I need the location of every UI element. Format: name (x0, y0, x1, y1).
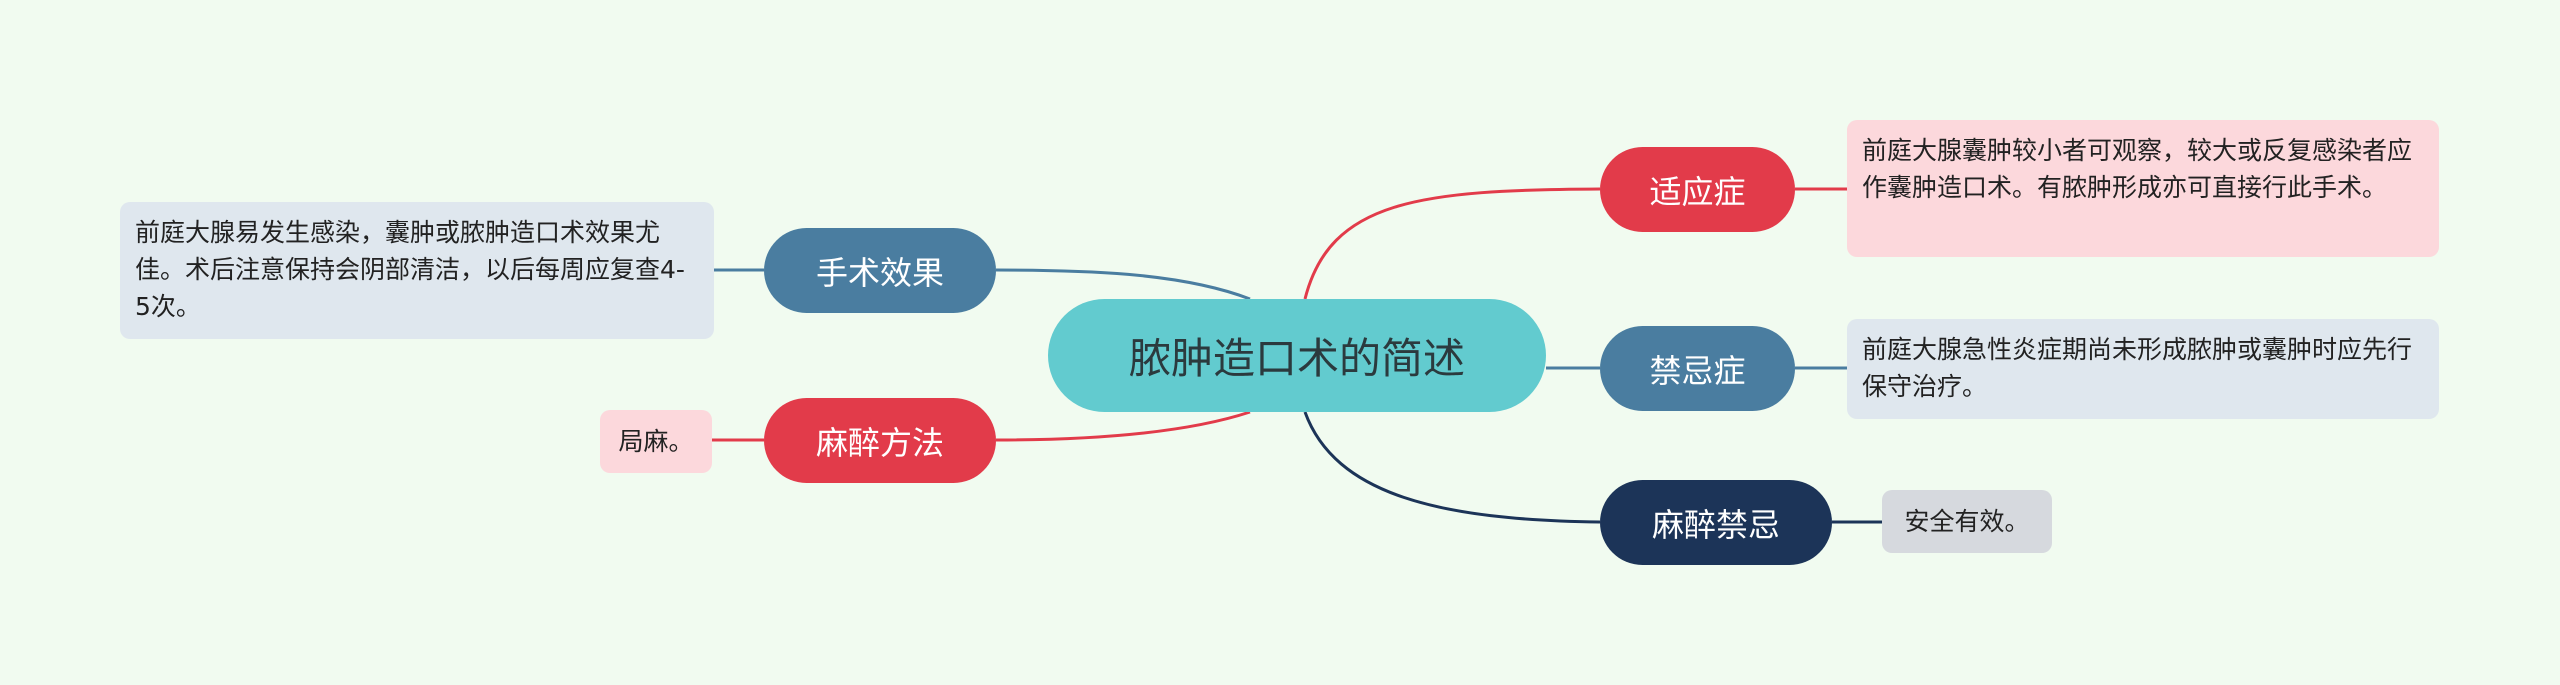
branch-anesthesia-contraindications[interactable]: 麻醉禁忌 (1600, 480, 1832, 565)
note-anesthesia-contraindications: 安全有效。 (1882, 490, 2052, 553)
link-root-surgical-effect (995, 268, 1251, 301)
branch-indications[interactable]: 适应症 (1600, 147, 1795, 232)
branch-contraindications[interactable]: 禁忌症 (1600, 326, 1795, 411)
link-root-indications (1303, 187, 1601, 300)
note-anesthesia-method: 局麻。 (600, 410, 712, 473)
note-contraindications: 前庭大腺急性炎症期尚未形成脓肿或囊肿时应先行保守治疗。 (1847, 319, 2439, 419)
branch-surgical-effect[interactable]: 手术效果 (764, 228, 996, 313)
branch-anesthesia-method[interactable]: 麻醉方法 (764, 398, 996, 483)
note-surgical-effect: 前庭大腺易发生感染，囊肿或脓肿造口术效果尤佳。术后注意保持会阴部清洁，以后每周应… (120, 202, 714, 339)
link-root-anesthesia-method (995, 410, 1251, 442)
root-topic[interactable]: 脓肿造口术的简述 (1048, 299, 1546, 412)
note-indications: 前庭大腺囊肿较小者可观察，较大或反复感染者应作囊肿造口术。有脓肿形成亦可直接行此… (1847, 120, 2439, 257)
link-root-anesthesia-contraindications (1303, 411, 1601, 524)
